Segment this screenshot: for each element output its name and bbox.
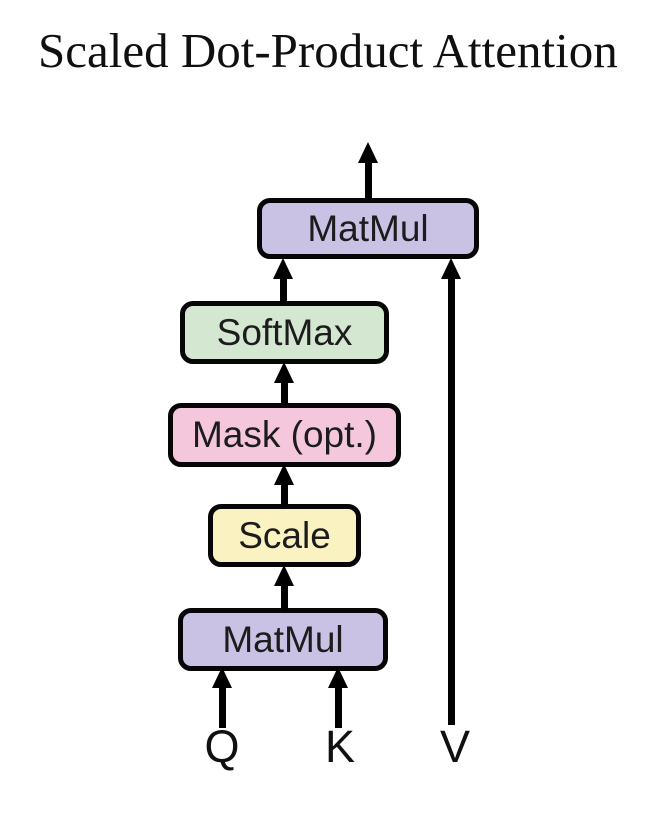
input-label-k: K (324, 721, 355, 772)
diagram-title: Scaled Dot-Product Attention (38, 23, 618, 78)
block-softmax-label: SoftMax (216, 311, 353, 353)
arrow-shaft (364, 163, 372, 200)
arrowhead-icon (441, 258, 461, 279)
arrow-shaft (447, 279, 455, 725)
arrow-shaft (280, 383, 288, 405)
block-mask-optional: Mask (opt.) (168, 403, 401, 467)
arrow-softmax-to-matmul (273, 258, 293, 304)
arrow-shaft (334, 688, 342, 728)
block-scale: Scale (208, 504, 361, 567)
block-softmax: SoftMax (180, 301, 389, 364)
arrow-matmul-to-scale (274, 565, 294, 611)
block-matmul-top-label: MatMul (307, 207, 429, 249)
arrowhead-icon (358, 142, 378, 163)
arrowhead-icon (328, 667, 348, 688)
output-arrow (358, 142, 378, 200)
arrow-shaft (280, 586, 288, 611)
block-matmul-bottom: MatMul (178, 608, 388, 671)
arrow-mask-to-softmax (274, 362, 294, 405)
arrow-k-input (328, 667, 348, 728)
arrow-q-input (212, 667, 232, 728)
arrow-v-to-matmul (441, 258, 461, 725)
arrow-shaft (218, 688, 226, 728)
arrow-shaft (280, 485, 288, 507)
arrowhead-icon (274, 464, 294, 485)
block-matmul-top: MatMul (257, 198, 479, 259)
arrowhead-icon (212, 667, 232, 688)
block-matmul-bottom-label: MatMul (222, 618, 344, 660)
arrowhead-icon (273, 258, 293, 279)
arrowhead-icon (274, 362, 294, 383)
input-label-q: Q (204, 721, 240, 772)
arrow-shaft (279, 279, 287, 304)
arrowhead-icon (274, 565, 294, 586)
block-scale-label: Scale (238, 514, 331, 556)
arrow-scale-to-mask (274, 464, 294, 507)
block-mask-optional-label: Mask (opt.) (191, 414, 378, 455)
input-label-v: V (439, 721, 470, 772)
